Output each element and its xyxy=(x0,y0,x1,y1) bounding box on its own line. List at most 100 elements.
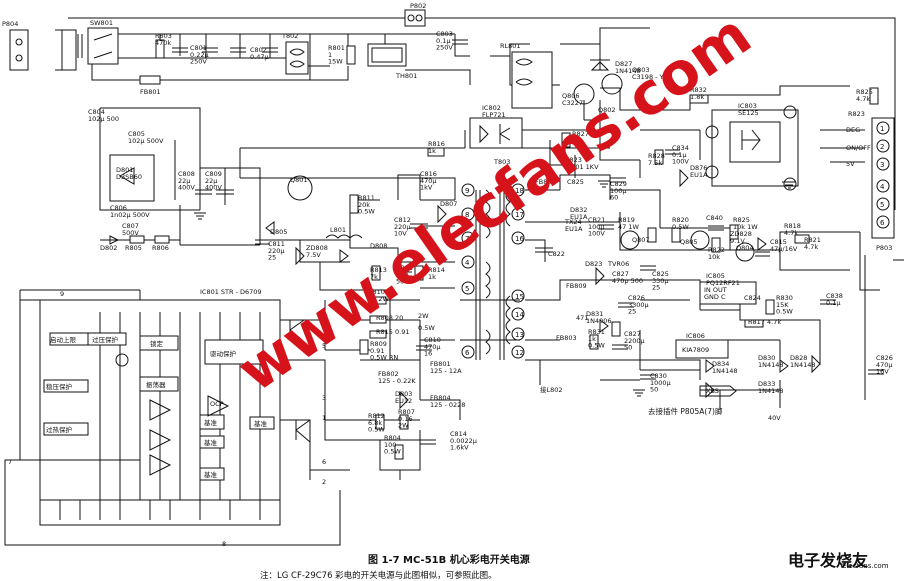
figure-note: 注：LG CF-29C76 彩电的开关电源与此图相似，可参照此图。 xyxy=(260,570,497,581)
label-thermal: 过热保护 xyxy=(46,425,72,434)
label-ref3: 基准 xyxy=(204,438,218,447)
svg-text:4: 4 xyxy=(465,259,470,267)
label-r808: R808 20 xyxy=(376,314,403,322)
svg-text:1: 1 xyxy=(880,125,884,133)
svg-text:6: 6 xyxy=(880,219,885,227)
label-switch: SW801 xyxy=(90,19,113,27)
label-ref2: 基准 xyxy=(254,419,268,428)
pin-6: 6 xyxy=(322,458,326,466)
svg-text:18: 18 xyxy=(515,187,524,195)
svg-text:5: 5 xyxy=(880,201,884,209)
label-d807: D807 xyxy=(440,200,457,208)
label-40v: 40V xyxy=(768,414,781,422)
svg-text:8: 8 xyxy=(465,211,469,219)
label-fb806: FB806 xyxy=(535,178,556,186)
label-q804: Q804 xyxy=(736,244,754,252)
label-xbs: XBS xyxy=(706,387,719,395)
label-r823: R823 xyxy=(848,110,865,118)
label-outlet: P804 xyxy=(2,20,18,28)
label-d823: D823 xyxy=(585,260,602,268)
ic801-block xyxy=(39,299,281,501)
svg-text:15: 15 xyxy=(515,293,524,301)
pin-8: 8 xyxy=(222,540,226,548)
label-tvr: TVR06 xyxy=(607,260,629,268)
fuse-icon xyxy=(404,9,426,27)
q803-transistor xyxy=(601,73,623,95)
label-r806: R806 xyxy=(152,244,169,252)
svg-text:7: 7 xyxy=(465,235,469,243)
label-buffer: 基准 xyxy=(204,470,218,479)
pin-3: 3 xyxy=(322,394,326,402)
label-5v: 5V xyxy=(846,160,855,168)
pin-9: 9 xyxy=(60,290,64,298)
svg-text:6: 6 xyxy=(465,349,470,357)
label-c824: C824 xyxy=(744,294,761,302)
svg-text:2: 2 xyxy=(880,143,884,151)
label-r805: R805 xyxy=(125,244,142,252)
label-c840: C840 xyxy=(706,214,723,222)
label-c822: C822 xyxy=(548,250,565,258)
label-drive: 驱动保护 xyxy=(210,349,236,358)
label-t803: T803 xyxy=(493,158,510,166)
svg-text:16: 16 xyxy=(515,235,524,243)
pin-7: 7 xyxy=(8,458,12,466)
label-471: 471 xyxy=(576,314,588,322)
label-th801: TH801 xyxy=(395,72,417,80)
q801-transistor xyxy=(287,175,313,201)
label-d808: D808 xyxy=(370,242,387,250)
components xyxy=(9,9,904,460)
logo-url: Elecfans.com xyxy=(842,562,889,570)
label-d802: D802 xyxy=(100,244,117,252)
svg-text:5: 5 xyxy=(465,285,469,293)
label-l801: L801 xyxy=(330,226,346,234)
